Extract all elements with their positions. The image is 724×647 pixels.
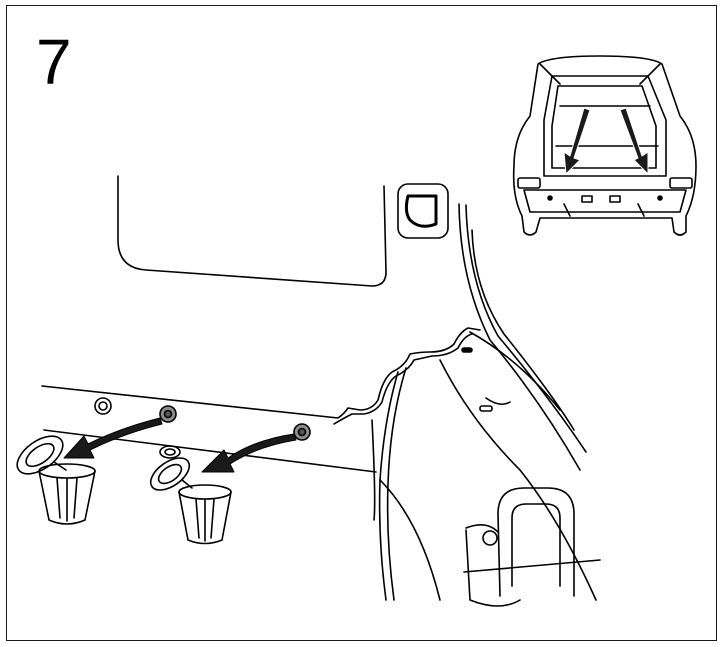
- trim-panel-edge: [41, 327, 481, 419]
- waste-bin-icon: [178, 484, 232, 545]
- side-window-outline: [117, 175, 387, 287]
- d-shaped-cover: [397, 183, 449, 239]
- clip-icon: [293, 423, 311, 441]
- clip-hole-empty: [94, 397, 112, 415]
- door-jamb-lines: [458, 203, 587, 471]
- car-rear-view-icon: [512, 55, 697, 236]
- step-number: 7: [36, 26, 72, 98]
- waste-bin-icon: [38, 463, 96, 525]
- curved-arrow-icon: [63, 417, 163, 459]
- illustration-frame: [6, 5, 717, 641]
- curved-arrow-icon: [201, 433, 297, 473]
- trim-corner: [463, 559, 601, 573]
- tow-hook-handle: [465, 487, 575, 607]
- clip-icon: [159, 405, 177, 423]
- trim-panel-edge-inner: [333, 333, 473, 425]
- slot: [461, 347, 473, 353]
- slot: [479, 405, 493, 412]
- clip-hole-empty: [159, 445, 181, 459]
- sill-line: [43, 429, 377, 473]
- trim-panel-seam: [371, 367, 407, 601]
